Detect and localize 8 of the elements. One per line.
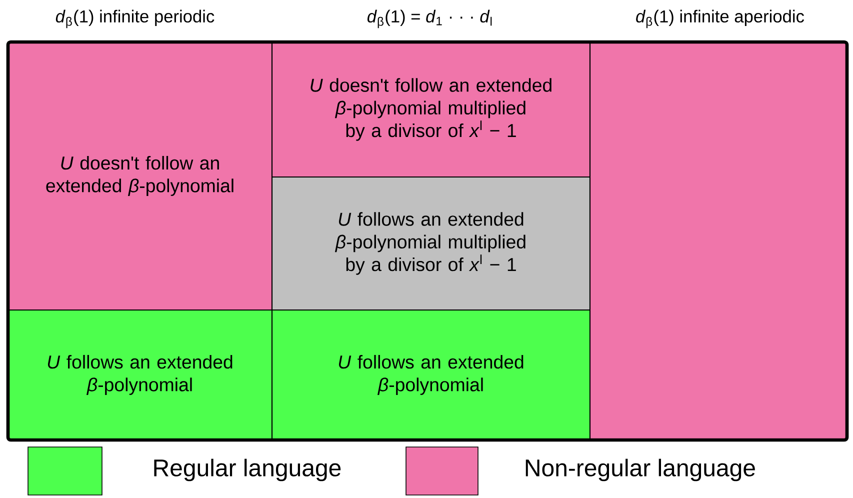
table-cell: U doesn't follow an extended β-polynomial: [7, 41, 273, 311]
table-cell: U follows an extended β-polynomial: [271, 309, 591, 441]
table-cell: U follows an extended β-polynomial multiplied by a divisor of x$^{l}$ − 1: [271, 176, 591, 311]
table-cell: U follows an extended β-polynomial: [7, 309, 273, 441]
legend-label: Non-regular language: [526, 458, 755, 482]
column-header: d$_{β}$(1) infinite aperiodic: [636, 10, 804, 28]
legend-label: Regular language: [154, 458, 341, 482]
table-cell: U doesn't follow an extended β-polynomial multiplied by a divisor of x$^{l}$ − 1: [271, 41, 591, 178]
